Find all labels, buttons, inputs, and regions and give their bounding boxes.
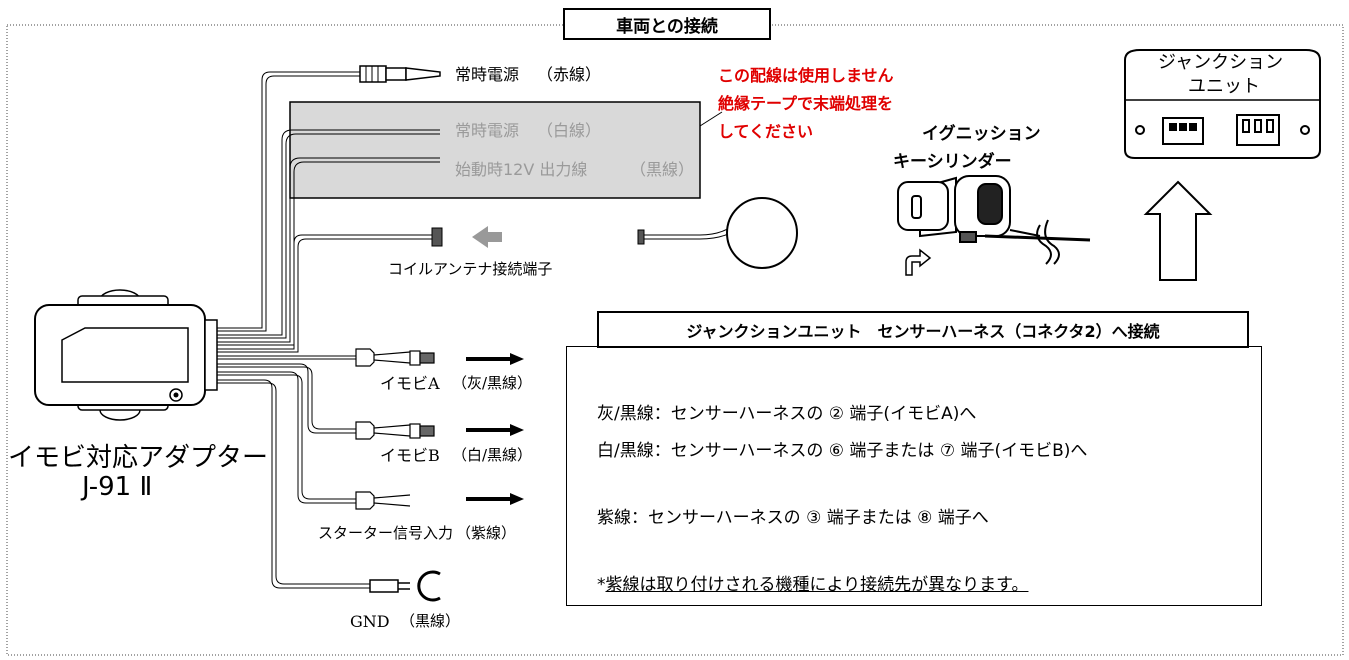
junction-unit-label-line2: ユニット <box>1188 76 1260 97</box>
constant-power-white-color: （白線） <box>537 121 602 140</box>
connector-a <box>355 348 435 367</box>
connection-title: ジャンクションユニット センサーハーネス（コネクタ2）へ接続 <box>597 311 1249 348</box>
unused-note-line1: この配線は使用しません <box>718 66 894 85</box>
starter-color: （紫線） <box>456 524 517 542</box>
unused-wires-box <box>289 101 701 199</box>
starter-label: スターター信号入力 <box>318 524 454 542</box>
wire-bundle <box>217 71 440 589</box>
connection-note: *紫線は取り付けされる機種により接続先が異なります。 <box>597 570 1028 595</box>
connection-note-text: 紫線は取り付けされる機種により接続先が異なります。 <box>605 575 1029 595</box>
connector-b <box>355 421 435 440</box>
constant-power-red-label: 常時電源 <box>455 65 520 84</box>
immobi-a-label: イモビA <box>380 374 440 393</box>
connection-row-2: 白/黒線：センサーハーネスの ⑥ 端子または ⑦ 端子(イモビB)へ <box>597 441 1088 461</box>
antenna-socket <box>637 229 645 245</box>
coil-antenna-label: コイルアンテナ接続端子 <box>388 260 553 278</box>
note-pointer <box>699 111 723 127</box>
junction-unit <box>1124 49 1321 159</box>
unused-note-line2: 絶縁テープで末端処理を <box>718 94 894 113</box>
connection-row-3: 紫線：センサーハーネスの ③ 端子または ⑧ 端子へ <box>597 508 989 528</box>
immobi-a-color: （灰/黒線） <box>452 374 533 392</box>
page-title: 車両との接続 <box>563 8 771 40</box>
gnd-terminal <box>369 570 441 602</box>
constant-power-white-label: 常時電源 <box>455 121 520 140</box>
adapter-body <box>34 289 218 421</box>
turn-arrow-icon <box>905 248 932 276</box>
constant-power-red-color: （赤線） <box>537 65 602 84</box>
up-arrow <box>1143 180 1213 281</box>
gnd-color: （黒線） <box>400 612 461 630</box>
arrow-starter <box>466 493 524 505</box>
ignition-label-line2: キーシリンダー <box>893 152 1012 172</box>
connector-starter <box>355 491 411 510</box>
start-12v-label: 始動時12V 出力線 <box>455 160 588 179</box>
spade-terminal <box>359 65 441 83</box>
connection-row-1: 灰/黒線：センサーハーネスの ② 端子(イモビA)へ <box>597 404 977 424</box>
ignition-key-cylinder <box>897 175 1091 265</box>
adapter-name-line1: イモビ対応アダプター <box>8 443 269 473</box>
junction-unit-label-line1: ジャンクション <box>1158 52 1284 73</box>
outer-frame <box>6 24 1344 656</box>
arrow-a <box>466 353 524 365</box>
adapter-name-line2: J-91 Ⅱ <box>82 472 153 502</box>
ignition-label-line1: イグニッション <box>922 124 1041 144</box>
antenna-plug <box>431 227 443 247</box>
start-12v-color: （黒線） <box>630 160 695 179</box>
immobi-b-label: イモビB <box>380 446 440 465</box>
immobi-b-color: （白/黒線） <box>452 446 533 464</box>
antenna-arrow <box>472 226 502 248</box>
coil-antenna-loop <box>726 197 798 269</box>
connection-note-prefix: * <box>597 575 606 595</box>
unused-note-line3: してください <box>718 122 814 141</box>
connection-box: 灰/黒線：センサーハーネスの ② 端子(イモビA)へ 白/黒線：センサーハーネス… <box>566 346 1262 606</box>
arrow-b <box>466 424 524 436</box>
gnd-label: GND <box>350 612 390 631</box>
